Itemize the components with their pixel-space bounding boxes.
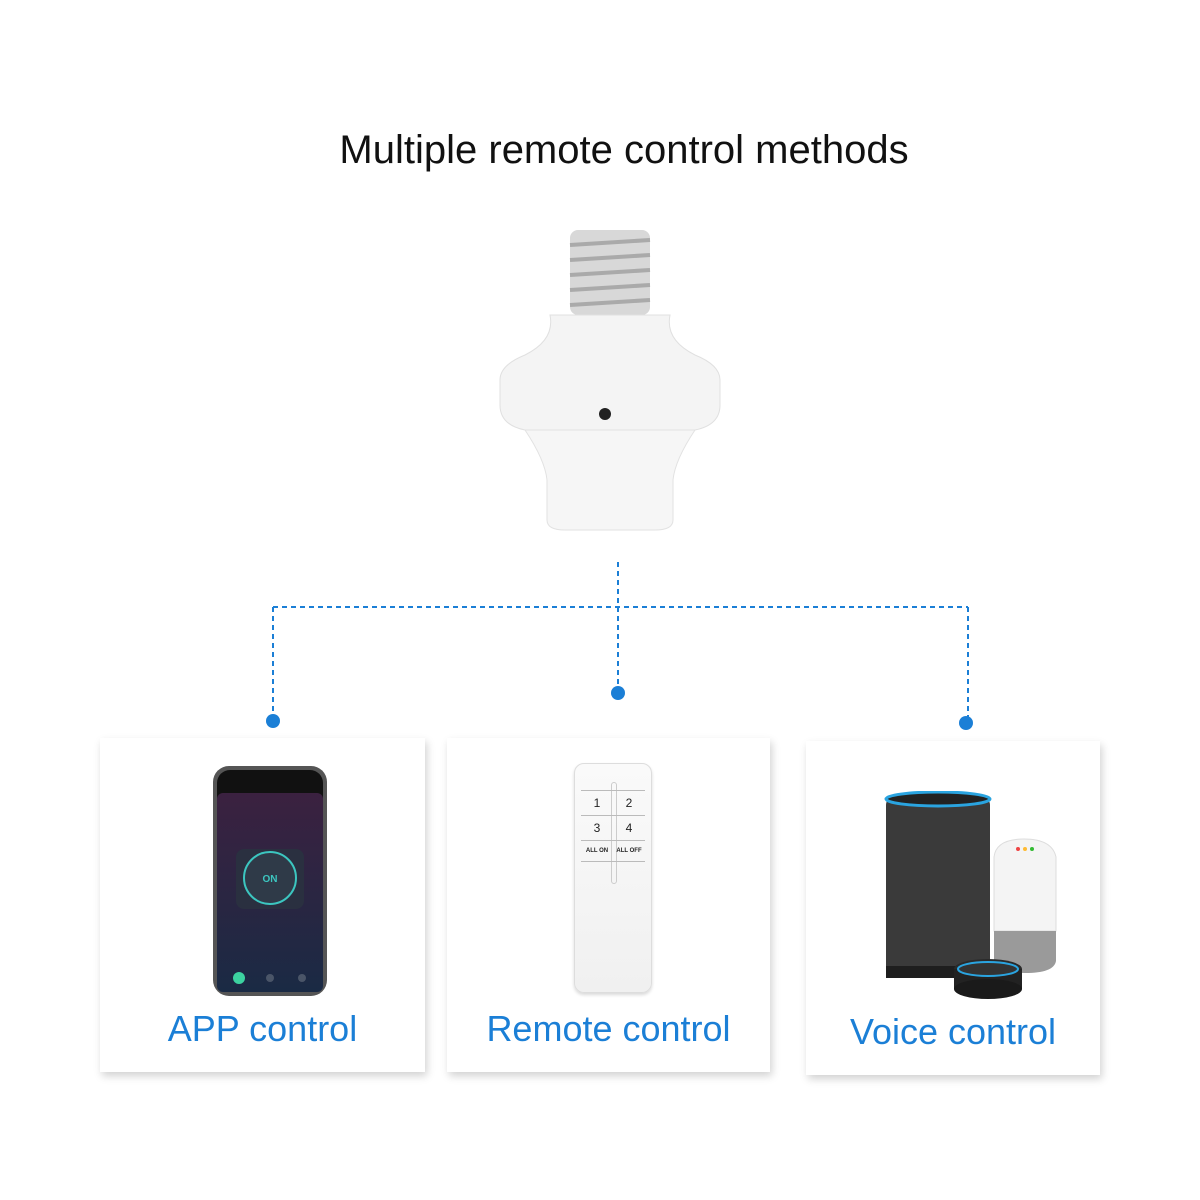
remote-button-2[interactable]: 2 xyxy=(613,790,645,815)
remote-control-card: 1 2 3 4 ALL ON ALL OFF Remote control xyxy=(447,738,770,1072)
bulb-socket-image xyxy=(499,230,721,531)
smartphone-app-icon: ON xyxy=(213,766,327,996)
voice-control-label: Voice control xyxy=(849,1011,1057,1052)
connector-dot-voice xyxy=(959,716,973,730)
remote-control-label: Remote control xyxy=(486,1008,731,1049)
remote-button-3[interactable]: 3 xyxy=(581,815,613,840)
ir-sensor xyxy=(599,408,611,420)
app-control-card: ON APP control xyxy=(100,738,425,1072)
connector-lines xyxy=(266,562,973,730)
voice-control-card: Voice control xyxy=(806,741,1100,1075)
smart-speakers-icon xyxy=(884,791,1057,999)
app-on-button: ON xyxy=(263,874,278,885)
remote-control-icon: 1 2 3 4 ALL ON ALL OFF xyxy=(574,763,652,993)
page-title: Multiple remote control methods xyxy=(339,128,909,172)
remote-button-1[interactable]: 1 xyxy=(581,790,613,815)
app-control-label: APP control xyxy=(167,1008,358,1049)
connector-dot-remote xyxy=(611,686,625,700)
remote-button-all-on[interactable]: ALL ON xyxy=(581,840,613,862)
connector-dot-app xyxy=(266,714,280,728)
remote-button-all-off[interactable]: ALL OFF xyxy=(613,840,645,862)
remote-button-4[interactable]: 4 xyxy=(613,815,645,840)
